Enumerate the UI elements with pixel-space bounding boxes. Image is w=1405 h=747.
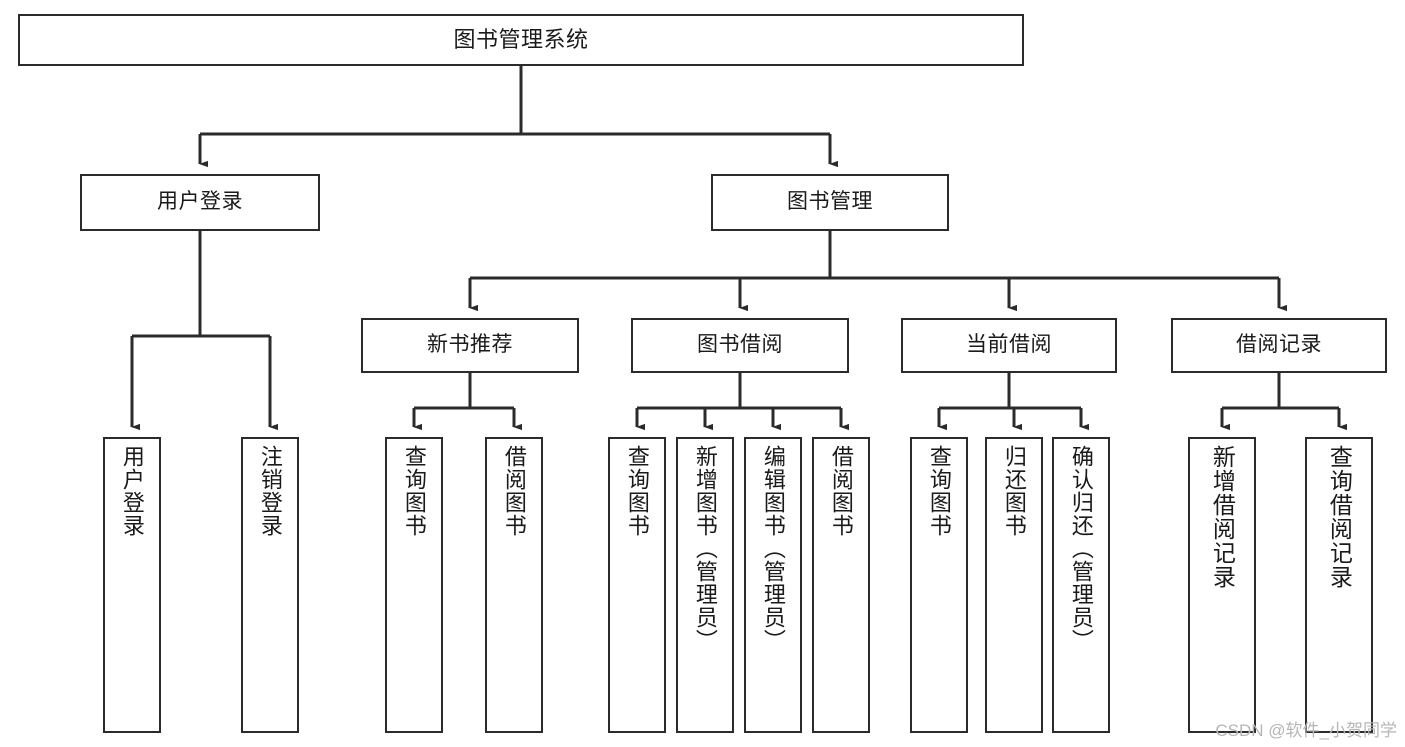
node-new-book-recommend[interactable]: 新书推荐: [361, 318, 579, 373]
node-book-borrow[interactable]: 图书借阅: [631, 318, 849, 373]
node-label: 归还图书: [1001, 445, 1027, 537]
node-label: 用户登录: [119, 445, 145, 537]
node-label: 查询图书: [401, 445, 427, 537]
node-label: 用户登录: [157, 190, 243, 214]
node-leaf-borrow-book-recommend[interactable]: 借阅图书: [485, 437, 543, 733]
node-label: 查询图书: [926, 445, 952, 537]
node-label: 查询借阅记录: [1326, 445, 1353, 589]
node-leaf-query-book-current[interactable]: 查询图书: [910, 437, 968, 733]
node-label: 编辑图书（管理员）: [760, 445, 786, 652]
node-label: 新书推荐: [427, 333, 513, 357]
node-leaf-user-login[interactable]: 用户登录: [103, 437, 161, 733]
csdn-watermark: CSDN @软件_小贺同学: [1215, 721, 1397, 740]
node-label: 确认归还（管理员）: [1068, 445, 1094, 652]
node-label: 借阅记录: [1236, 333, 1322, 357]
node-leaf-query-borrow-record[interactable]: 查询借阅记录: [1305, 437, 1373, 733]
node-leaf-edit-book[interactable]: 编辑图书（管理员）: [744, 437, 802, 733]
node-current-borrow[interactable]: 当前借阅: [901, 318, 1117, 373]
node-leaf-return-book[interactable]: 归还图书: [985, 437, 1043, 733]
node-user-login[interactable]: 用户登录: [80, 174, 320, 231]
node-leaf-query-book-borrow[interactable]: 查询图书: [608, 437, 666, 733]
node-label: 借阅图书: [501, 445, 527, 537]
node-label: 图书管理: [787, 190, 873, 214]
node-leaf-confirm-return[interactable]: 确认归还（管理员）: [1052, 437, 1110, 733]
node-root-book-management-system[interactable]: 图书管理系统: [18, 14, 1024, 66]
node-label: 当前借阅: [966, 333, 1052, 357]
node-label: 新增借阅记录: [1209, 445, 1236, 589]
node-label: 图书管理系统: [453, 27, 589, 53]
node-label: 查询图书: [624, 445, 650, 537]
node-label: 注销登录: [257, 445, 283, 537]
node-label: 新增图书（管理员）: [692, 445, 718, 652]
node-leaf-query-book-recommend[interactable]: 查询图书: [385, 437, 443, 733]
node-borrow-record[interactable]: 借阅记录: [1171, 318, 1387, 373]
node-leaf-add-book[interactable]: 新增图书（管理员）: [676, 437, 734, 733]
node-label: 借阅图书: [828, 445, 854, 537]
node-label: 图书借阅: [697, 333, 783, 357]
node-leaf-logout[interactable]: 注销登录: [241, 437, 299, 733]
node-book-management[interactable]: 图书管理: [711, 174, 949, 231]
node-leaf-add-borrow-record[interactable]: 新增借阅记录: [1188, 437, 1256, 733]
node-leaf-borrow-book[interactable]: 借阅图书: [812, 437, 870, 733]
